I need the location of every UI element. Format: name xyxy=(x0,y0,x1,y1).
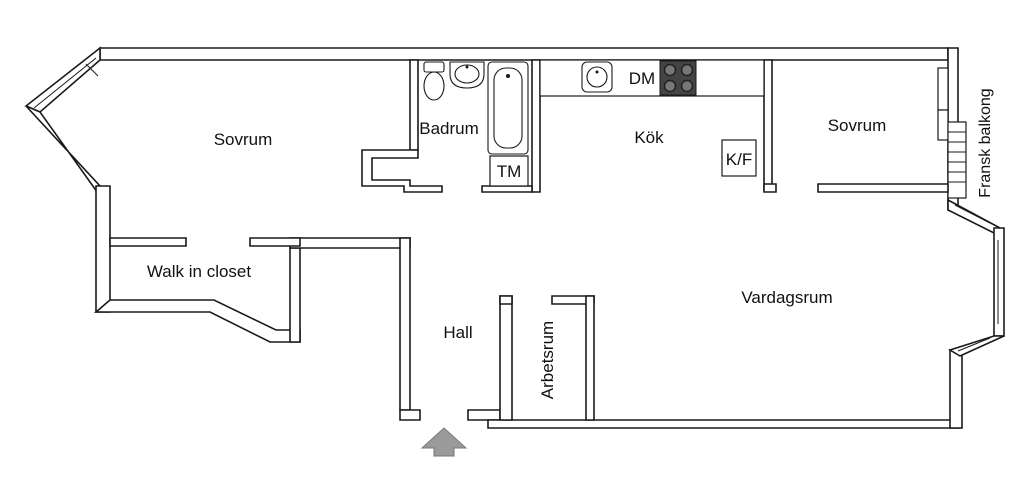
label-kf: K/F xyxy=(726,150,752,169)
label-badrum: Badrum xyxy=(419,119,479,138)
label-hall: Hall xyxy=(443,323,472,342)
entrance-arrow-icon xyxy=(420,427,468,457)
label-fransk-balkong: Fransk balkong xyxy=(977,88,994,197)
left-bay-window xyxy=(33,57,99,109)
label-tm: TM xyxy=(497,162,522,181)
label-kok: Kök xyxy=(634,128,664,147)
label-sovrum-left: Sovrum xyxy=(214,130,273,149)
washbasin-icon xyxy=(449,61,485,89)
stove-icon xyxy=(659,60,697,96)
french-balcony xyxy=(937,67,967,199)
label-sovrum-right: Sovrum xyxy=(828,116,887,135)
right-bay-window xyxy=(947,198,1005,357)
label-dm: DM xyxy=(629,69,655,88)
toilet-icon xyxy=(423,61,445,101)
label-arbetsrum: Arbetsrum xyxy=(538,321,557,399)
sink-icon xyxy=(581,61,613,93)
washing-machine xyxy=(489,155,529,187)
kitchen-counter xyxy=(539,59,765,177)
bathtub-icon xyxy=(487,61,529,155)
interior-walls xyxy=(109,59,949,421)
bathroom-fixtures xyxy=(423,61,529,187)
label-vardagsrum: Vardagsrum xyxy=(741,288,832,307)
fridge-freezer xyxy=(721,139,757,177)
label-walk-in-closet: Walk in closet xyxy=(147,262,252,281)
